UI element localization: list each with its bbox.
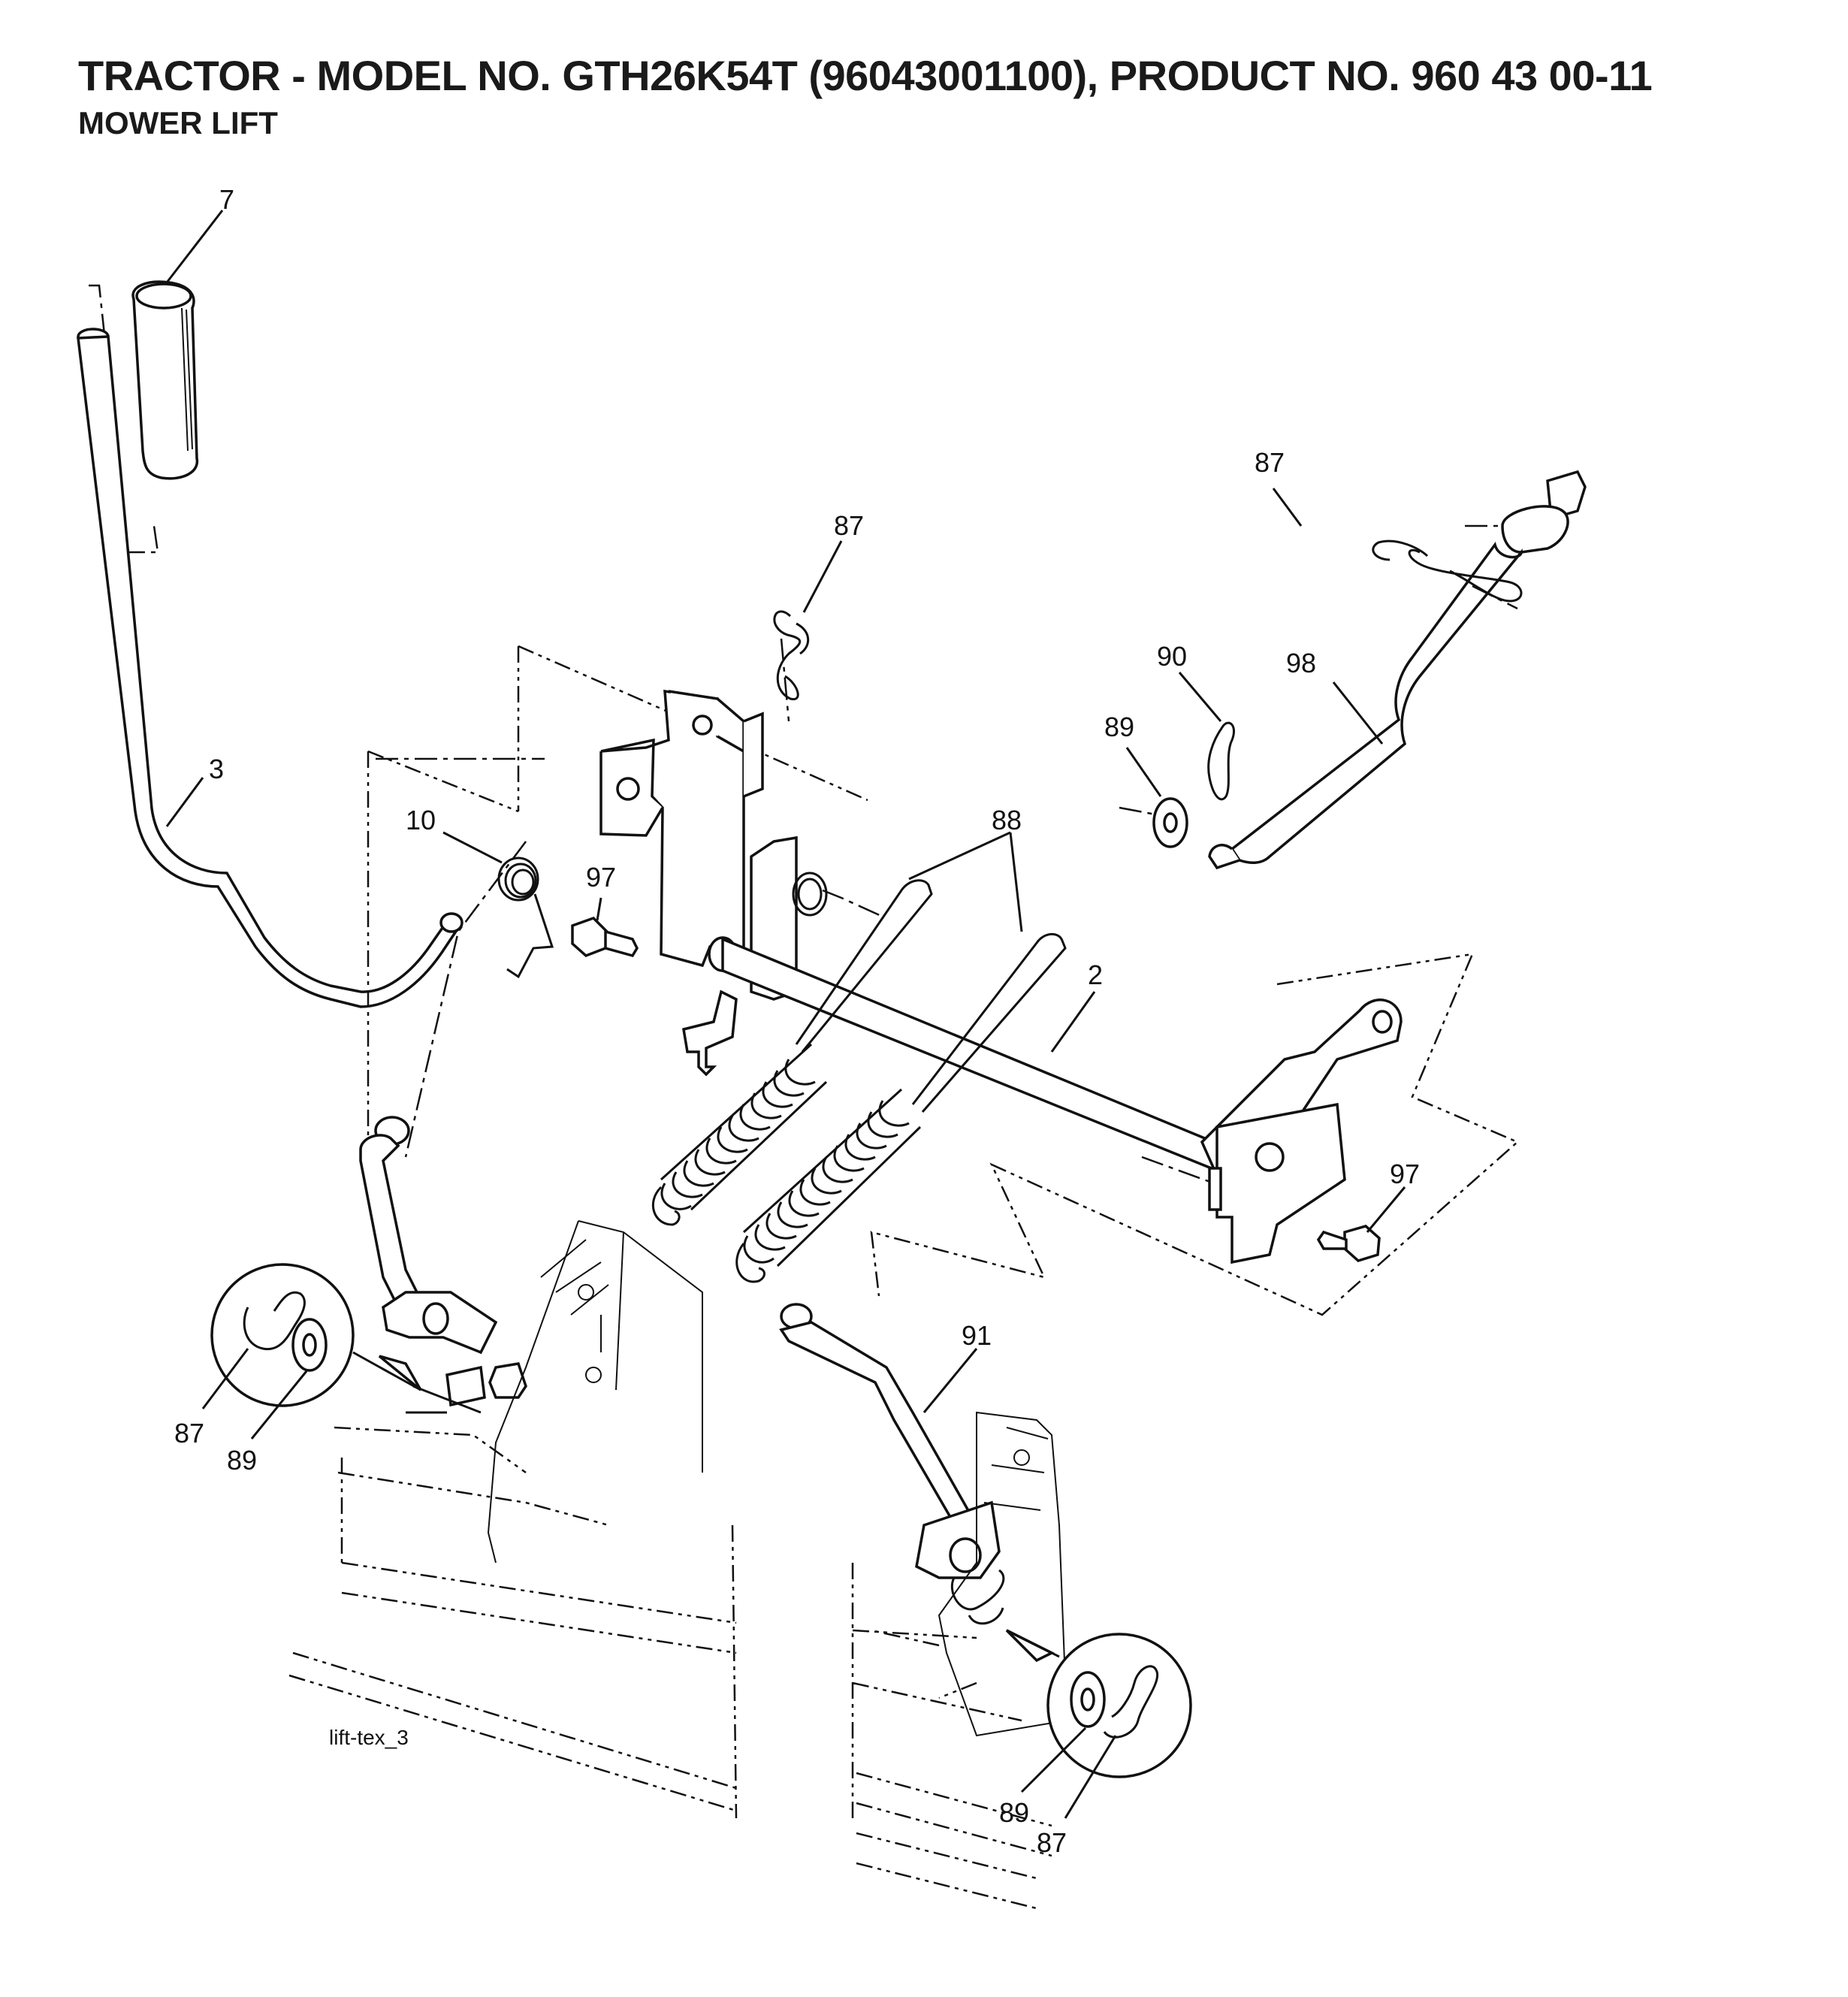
callout-89-left: 89 [227, 1445, 257, 1476]
torsion-spring [376, 757, 554, 1158]
frame-bracket-left [288, 1220, 738, 1819]
page-title: TRACTOR - MODEL NO. GTH26K54T (960430011… [78, 52, 1653, 99]
hairpin-clip-top [773, 610, 810, 722]
callout-90: 90 [1157, 641, 1187, 672]
detail-circle-left [210, 1263, 422, 1407]
callout-87-left: 87 [174, 1418, 204, 1449]
hairpin-clip-90 [1207, 721, 1235, 801]
callout-97-right: 97 [1390, 1159, 1420, 1189]
page-subtitle: MOWER LIFT [78, 105, 278, 140]
callout-98: 98 [1286, 648, 1316, 678]
lift-handle-rod [77, 328, 464, 1008]
extension-springs [651, 879, 1067, 1283]
callout-87-top: 87 [834, 510, 864, 541]
figure-reference: lift-tex_3 [329, 1726, 409, 1749]
callout-87-bottom: 87 [1037, 1827, 1067, 1858]
callout-7: 7 [219, 184, 234, 215]
callout-2: 2 [1088, 959, 1103, 990]
lift-link-right [779, 1303, 1005, 1625]
callout-10: 10 [406, 805, 436, 835]
callout-88: 88 [992, 805, 1022, 835]
bolt-left [571, 916, 639, 958]
hairpin-clip-right [1372, 539, 1523, 603]
frame-bracket-right [851, 1411, 1068, 1910]
lift-handle-grip [89, 280, 199, 554]
callout-91: 91 [962, 1320, 992, 1351]
leader-lines [165, 210, 1406, 1819]
callout-97-left: 97 [586, 862, 616, 893]
spring-coil-1 [651, 1043, 828, 1226]
lift-link-rod [1208, 470, 1587, 870]
callout-89-bottom: 89 [999, 1797, 1029, 1828]
detail-circle-bottom [1005, 1629, 1192, 1778]
flat-washer-right [1119, 797, 1188, 848]
callout-3: 3 [209, 754, 224, 784]
right-lift-arm [870, 953, 1520, 1316]
callout-labels: 7 3 10 97 87 87 90 98 89 88 2 97 91 87 8… [174, 184, 1420, 1858]
spring-coil-2 [735, 1088, 922, 1283]
bolt-right [1316, 1225, 1381, 1262]
callout-89-right: 89 [1104, 711, 1134, 742]
callout-87-right: 87 [1255, 447, 1285, 478]
lift-link-left [359, 1116, 527, 1414]
